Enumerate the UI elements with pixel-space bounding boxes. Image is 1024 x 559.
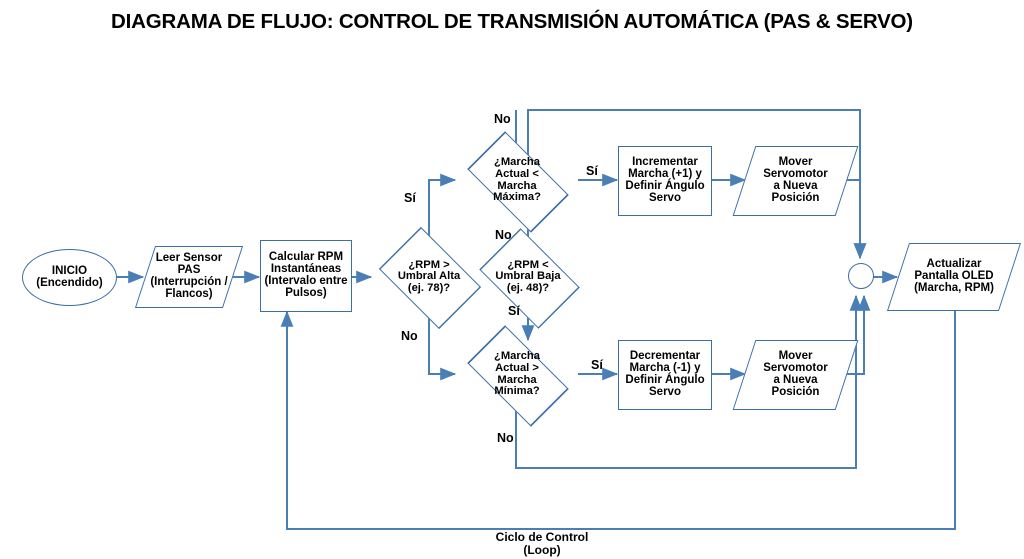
edge-rpmhigh-no-to-gearmin — [428, 318, 457, 381]
node-merge-junction[interactable] — [848, 263, 874, 289]
node-actualizar-oled[interactable]: Actualizar Pantalla OLED (Marcha, RPM) — [886, 243, 1022, 311]
edge-label-rpmhigh-no: No — [401, 329, 418, 343]
edge-label-gearmin-si: Sí — [591, 358, 603, 372]
node-mover-servo-arriba[interactable]: Mover Servomotor a Nueva Posición — [732, 146, 859, 216]
edge-servodown-to-junction — [847, 294, 871, 375]
edge-rpmhigh-si-to-gearmax — [428, 173, 457, 236]
node-actualizar-oled-label: Actualizar Pantalla OLED (Marcha, RPM) — [914, 258, 994, 294]
node-mover-servo-arriba-label: Mover Servomotor a Nueva Posición — [763, 156, 828, 204]
node-calcular-rpm[interactable]: Calcular RPM Instantáneas (Intervalo ent… — [260, 240, 352, 312]
node-marcha-maxima[interactable]: ¿Marcha Actual < Marcha Máxima? — [455, 130, 579, 233]
edge-servoup-to-junction — [847, 179, 867, 260]
node-marcha-maxima-label: ¿Marcha Actual < Marcha Máxima? — [493, 156, 541, 204]
edge-label-rpmlow-si: Sí — [508, 304, 520, 318]
node-rpm-umbral-alta[interactable]: ¿RPM > Umbral Alta (ej. 78)? — [370, 226, 488, 330]
node-rpm-umbral-baja[interactable]: ¿RPM < Umbral Baja (ej. 48)? — [470, 227, 586, 329]
edge-gearmin-no-to-junction — [515, 294, 863, 469]
node-marcha-minima[interactable]: ¿Marcha Actual > Marcha Mínima? — [455, 324, 579, 427]
node-inicio-label: INICIO (Encendido) — [36, 264, 103, 289]
node-calcular-rpm-label: Calcular RPM Instantáneas (Intervalo ent… — [264, 251, 348, 299]
edge-loop-back-to-calcrpm — [280, 310, 956, 530]
node-marcha-minima-label: ¿Marcha Actual > Marcha Mínima? — [493, 350, 540, 398]
node-rpm-umbral-baja-label: ¿RPM < Umbral Baja (ej. 48)? — [495, 258, 561, 294]
edge-label-gearmax-no: No — [494, 112, 511, 126]
node-rpm-umbral-alta-label: ¿RPM > Umbral Alta (ej. 78)? — [397, 258, 461, 294]
node-incrementar-marcha[interactable]: Incrementar Marcha (+1) y Definir Ángulo… — [618, 146, 712, 216]
node-decrementar-marcha-label: Decrementar Marcha (-1) y Definir Ángulo… — [625, 350, 705, 398]
page-title: DIAGRAMA DE FLUJO: CONTROL DE TRANSMISIÓ… — [111, 10, 913, 33]
loop-label: Ciclo de Control (Loop) — [495, 530, 589, 558]
edge-label-rpmlow-no: No — [495, 228, 512, 242]
node-mover-servo-abajo[interactable]: Mover Servomotor a Nueva Posición — [732, 340, 859, 410]
node-inicio[interactable]: INICIO (Encendido) — [22, 249, 117, 306]
node-incrementar-marcha-label: Incrementar Marcha (+1) y Definir Ángulo… — [625, 156, 705, 204]
node-leer-sensor-pas-label: Leer Sensor PAS (Interrupción / Flancos) — [150, 252, 228, 300]
edge-label-rpmhigh-si: Sí — [404, 191, 416, 205]
edge-label-gearmin-no: No — [497, 431, 514, 445]
node-mover-servo-abajo-label: Mover Servomotor a Nueva Posición — [763, 350, 828, 398]
node-decrementar-marcha[interactable]: Decrementar Marcha (-1) y Definir Ángulo… — [618, 340, 712, 410]
edge-label-gearmax-si: Sí — [586, 164, 598, 178]
node-leer-sensor-pas[interactable]: Leer Sensor PAS (Interrupción / Flancos) — [134, 246, 244, 308]
